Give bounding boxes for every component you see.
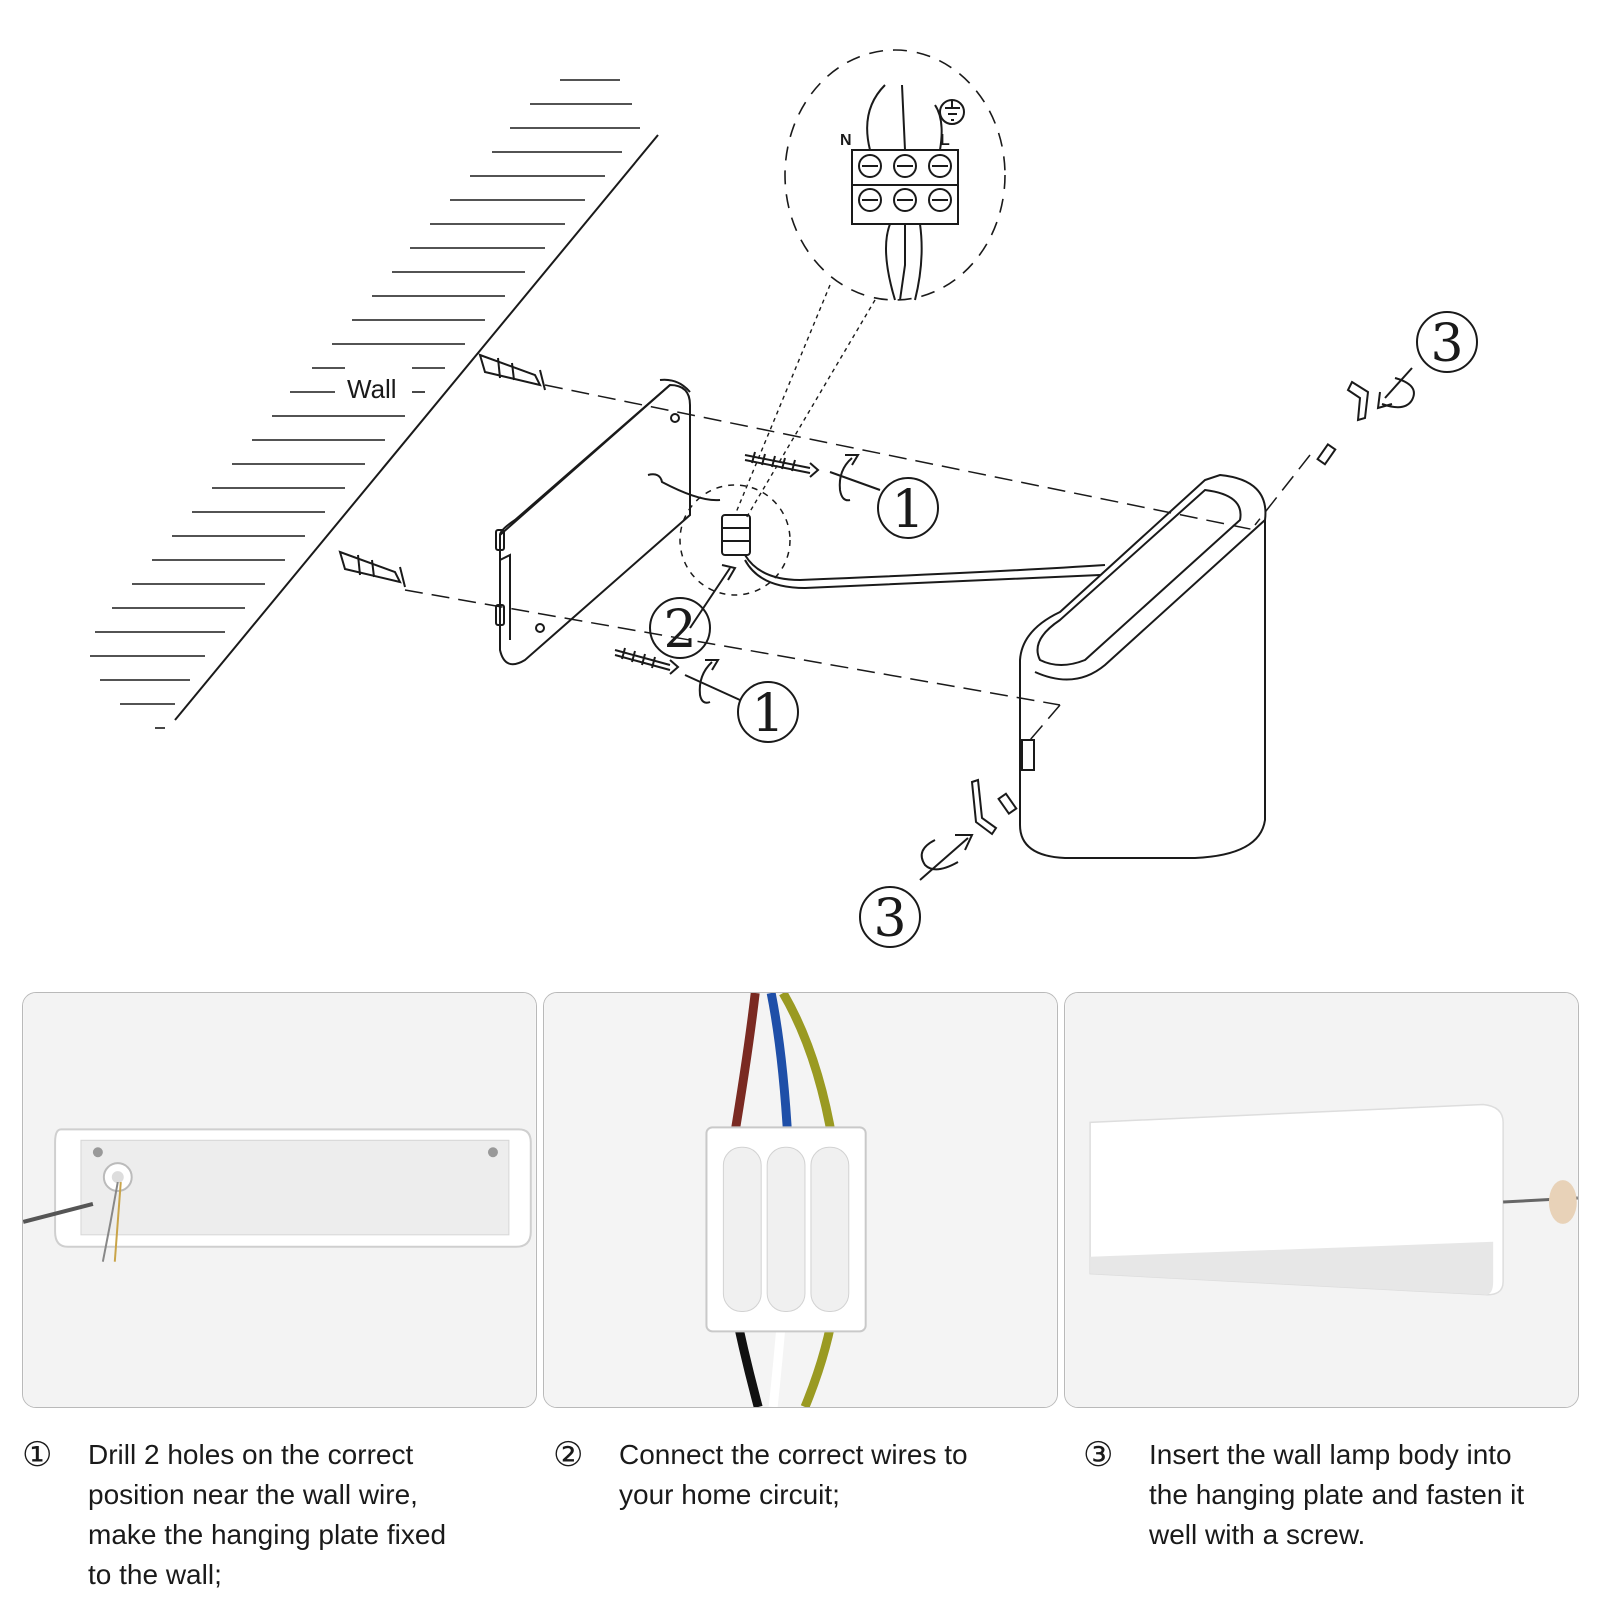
screw-bottom: [614, 647, 680, 675]
detail-dotted-leaders: [734, 284, 876, 521]
rotate-arrow-icon: [920, 839, 959, 871]
step-3-line: the hanging plate and fasten it: [1149, 1479, 1525, 1510]
hex-key-icon: [1346, 380, 1370, 422]
live-label: L: [940, 132, 950, 149]
screw-top: [744, 451, 820, 478]
step-1-line: make the hanging plate fixed: [88, 1519, 447, 1550]
wall-anchor-top: [478, 353, 546, 391]
callout-number-1-bottom: 1: [751, 684, 784, 744]
grub-screw: [997, 792, 1018, 816]
step-1-text: Drill 2 holes on the correct position ne…: [88, 1435, 446, 1595]
callout-number-2: 2: [663, 600, 696, 660]
lamp-body: [1019, 473, 1267, 859]
rotate-arrow-icon: [1381, 377, 1415, 409]
wall-hatching: [90, 79, 640, 729]
step-2-line: Connect the correct wires to: [619, 1439, 968, 1470]
callout-number-1-top: 1: [891, 480, 924, 540]
callout-circle-1-bottom: [737, 681, 799, 743]
callout-circle-3-bottom: [859, 886, 921, 948]
step-2-line: your home circuit;: [619, 1479, 840, 1510]
step-3-line: well with a screw.: [1149, 1519, 1366, 1550]
callout-circle-3-top: [1416, 311, 1478, 373]
callout-number-3-bottom: 3: [873, 889, 906, 949]
installation-diagram: Wall N L 1 1 2 3 3: [90, 49, 1478, 949]
step-1-line: to the wall;: [88, 1559, 222, 1590]
terminal-block-detail: [851, 84, 965, 301]
rotate-arrow-icon: [698, 661, 713, 704]
callout-circle-2: [649, 597, 711, 659]
alignment-lines: [404, 384, 1311, 741]
grub-screw: [1316, 442, 1337, 466]
callout-number-3-top: 3: [1430, 314, 1463, 374]
step-1-number: ①: [22, 1435, 53, 1475]
callout-circle-1-top: [877, 477, 939, 539]
step-3-number: ③: [1083, 1435, 1114, 1475]
step-1-line: Drill 2 holes on the correct: [88, 1439, 414, 1470]
rotate-arrow-icon: [838, 457, 853, 502]
lamp-cable: [744, 554, 1106, 582]
photo-panel-hanging-plate: [22, 992, 537, 1408]
step-3-text: Insert the wall lamp body into the hangi…: [1149, 1435, 1524, 1555]
neutral-label: N: [840, 132, 852, 149]
wall-surface-line: [174, 134, 659, 721]
photo-panel-lamp-body: [1064, 992, 1579, 1408]
hanging-plate: [495, 378, 721, 666]
step-1-line: position near the wall wire,: [88, 1479, 418, 1510]
step-2-number: ②: [553, 1435, 584, 1475]
wall-label: Wall: [347, 374, 397, 404]
step-3-line: Insert the wall lamp body into: [1149, 1439, 1512, 1470]
photo-panel-wire-connector: [543, 992, 1058, 1408]
hex-key-icon: [970, 778, 998, 836]
step-2-text: Connect the correct wires to your home c…: [619, 1435, 968, 1515]
terminal-block-small: [721, 514, 751, 556]
detail-inset-circle: [784, 49, 1006, 301]
wall-anchor-bottom: [338, 550, 406, 588]
